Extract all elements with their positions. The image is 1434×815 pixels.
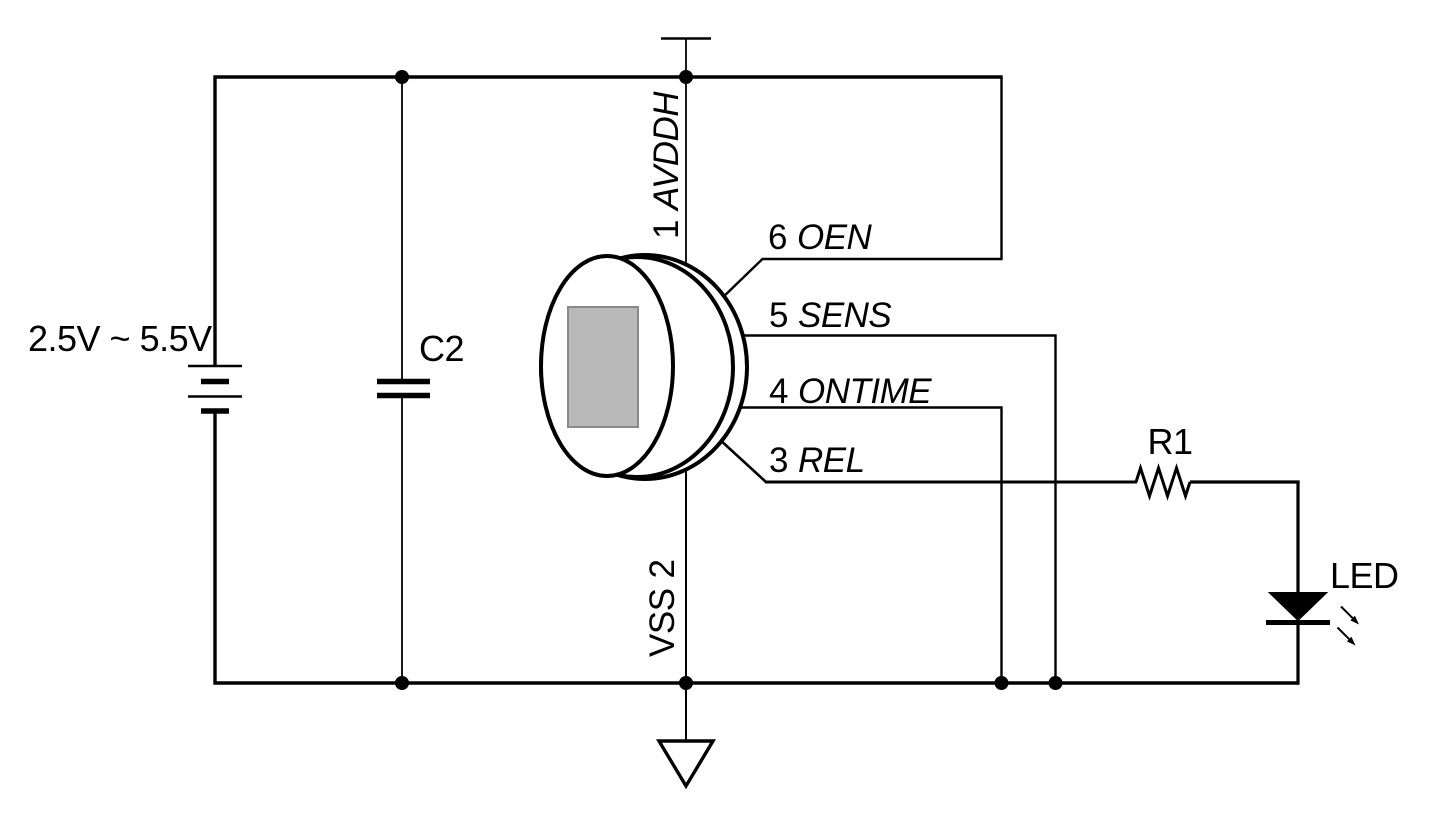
led-light-arrow-line bbox=[1336, 626, 1350, 640]
pin-number: 2 bbox=[643, 559, 682, 578]
junction-dot bbox=[1048, 676, 1063, 690]
junction-dot bbox=[679, 676, 693, 690]
resistor-label: R1 bbox=[1147, 421, 1192, 462]
junction-dot bbox=[679, 70, 693, 84]
pin-name: ONTIME bbox=[798, 372, 932, 411]
pin-name: AVDDH bbox=[647, 91, 686, 212]
pin-name: SENS bbox=[798, 296, 891, 335]
pin-label-sens: 5 SENS bbox=[769, 296, 891, 335]
pin-number: 4 bbox=[769, 372, 788, 411]
led-triangle-icon bbox=[1267, 592, 1329, 622]
pin-number: 3 bbox=[769, 441, 788, 480]
capacitor-label: C2 bbox=[419, 328, 464, 369]
pin-label-avddh: 1 AVDDH bbox=[647, 91, 686, 239]
pin-name: OEN bbox=[797, 218, 873, 257]
rel-angle-wire bbox=[717, 437, 768, 484]
supply-voltage-label: 2.5V ~ 5.5V bbox=[28, 318, 212, 359]
ontime-wire bbox=[736, 406, 1003, 683]
pin-label-ontime: 4 ONTIME bbox=[769, 372, 932, 411]
sens-wire bbox=[738, 334, 1057, 683]
junction-dot bbox=[395, 676, 409, 690]
resistor-symbol bbox=[1134, 463, 1192, 501]
pin-number: 6 bbox=[768, 218, 787, 257]
power-rail-wire bbox=[213, 75, 1003, 366]
pin-label-rel: 3 REL bbox=[769, 441, 865, 480]
oen-wire bbox=[717, 78, 1003, 303]
led-light-arrow-icon bbox=[1336, 626, 1356, 646]
led-label: LED bbox=[1330, 555, 1399, 596]
junction-dot bbox=[994, 676, 1009, 690]
pin-number: 5 bbox=[769, 296, 788, 335]
ground-icon bbox=[655, 739, 717, 790]
ground-rail-wire bbox=[213, 411, 1299, 685]
led-light-arrow-line bbox=[1340, 605, 1354, 619]
junction-dot bbox=[395, 70, 409, 84]
led-light-arrow-icon bbox=[1340, 605, 1359, 625]
led-light-arrow-head bbox=[1346, 636, 1356, 646]
pin-name: VSS bbox=[643, 588, 682, 657]
pin-name: REL bbox=[798, 441, 865, 480]
pin-number: 1 bbox=[647, 220, 686, 239]
pin-label-vss: VSS 2 bbox=[643, 559, 682, 657]
sensor-window bbox=[567, 306, 639, 428]
pin-label-oen: 6 OEN bbox=[768, 218, 873, 257]
led-light-arrow-head bbox=[1350, 615, 1359, 625]
